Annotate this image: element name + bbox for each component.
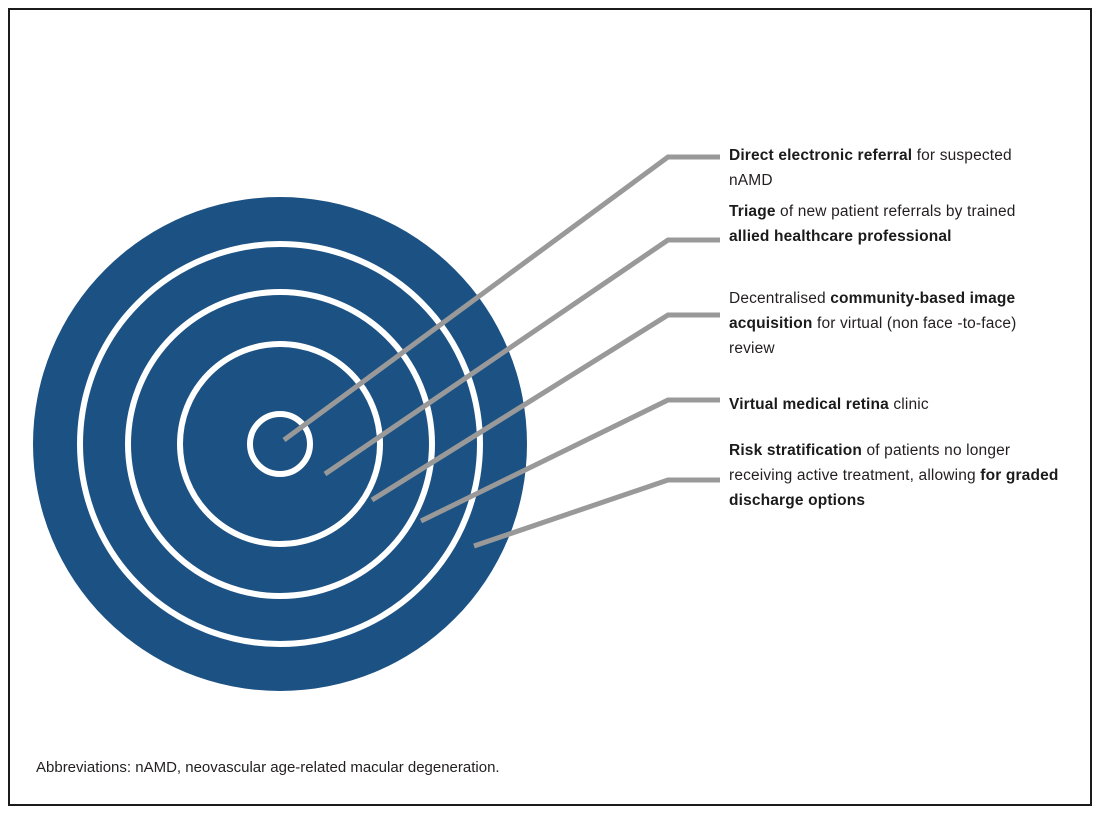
callout-label-5-bold-0: Risk stratification	[729, 442, 863, 459]
leader-line-2	[323, 237, 720, 477]
callout-label-2-bold-2: allied healthcare professional	[729, 228, 952, 245]
callout-label-4: Virtual medical retina clinic	[729, 392, 1059, 417]
callout-label-5-plain-1: of patients no longer receiving active t…	[729, 442, 1011, 484]
figure-footnote: Abbreviations: nAMD, neovascular age-rel…	[36, 759, 500, 776]
leader-line-5	[473, 477, 720, 549]
callout-label-1-plain-1: for suspected nAMD	[729, 147, 1012, 189]
callout-label-4-plain-1: clinic	[888, 396, 929, 413]
callout-label-3: Decentralised community-based image acqu…	[729, 286, 1059, 361]
callout-label-5-bold-2: for graded discharge options	[729, 467, 1059, 509]
leader-line-4	[419, 397, 720, 524]
callout-label-2-plain-1: of new patient referrals by trained	[775, 203, 1016, 220]
callout-label-1-bold-0: Direct electronic referral	[729, 147, 913, 164]
target-ring-separator-2	[125, 289, 435, 599]
target-ring-separator-3	[177, 341, 383, 547]
target-ring-separator-1	[77, 241, 483, 647]
leader-line-3	[370, 312, 720, 503]
target-ring-bullseye	[247, 411, 313, 477]
callout-label-4-bold-0: Virtual medical retina	[729, 396, 889, 413]
callout-label-1: Direct electronic referral for suspected…	[729, 143, 1059, 193]
callout-label-2: Triage of new patient referrals by train…	[729, 199, 1059, 249]
target-ring-outer	[33, 197, 527, 691]
callout-label-2-bold-0: Triage	[729, 203, 776, 220]
callout-label-5: Risk stratification of patients no longe…	[729, 438, 1059, 513]
callout-label-3-bold-1: community-based image acquisition	[729, 290, 1016, 332]
callout-label-3-plain-0: Decentralised	[729, 290, 831, 307]
leader-line-1	[282, 154, 720, 443]
callout-label-3-plain-2: for virtual (non face -to-face) review	[729, 315, 1017, 357]
